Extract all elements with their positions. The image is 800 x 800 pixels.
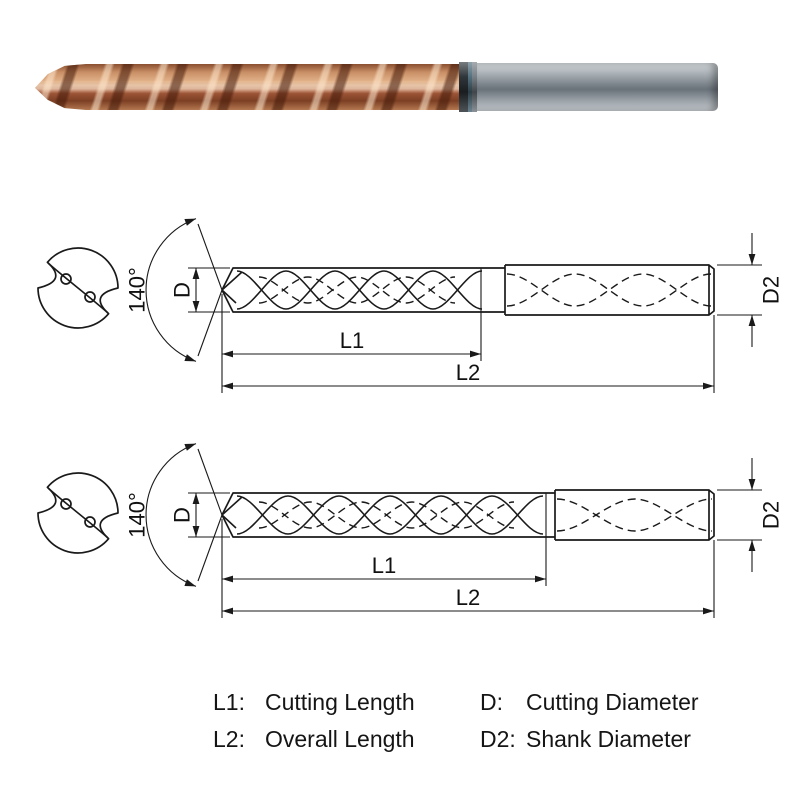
overall-length-label: L2 [456, 360, 480, 385]
dimension-cutting-diameter: D [170, 492, 230, 538]
end-view [37, 247, 119, 329]
flute-helix-solid [236, 495, 544, 535]
legend-row-1: L1: Cutting Length D: Cutting Diameter [213, 684, 699, 721]
drill-outline [221, 489, 715, 541]
coolant-hole-icon [84, 291, 96, 303]
cutting-diameter-label: D [170, 282, 195, 298]
legend-d-key: D: [480, 689, 503, 715]
chisel-edge-line [47, 487, 109, 539]
arrowhead [222, 350, 233, 358]
dimension-cutting-diameter: D [170, 267, 230, 313]
flute-helix-dashed [258, 501, 515, 529]
arrowhead [192, 268, 200, 279]
legend: L1: Cutting Length D: Cutting Diameter L… [213, 684, 699, 758]
coolant-channel-dashed [506, 273, 712, 307]
arrowhead [703, 607, 714, 615]
arrowhead [192, 526, 200, 537]
arrowhead [748, 315, 756, 326]
arrowhead [192, 493, 200, 504]
angle-arc [145, 443, 197, 587]
extension-line [221, 493, 547, 618]
arrowhead [748, 479, 756, 490]
flute-helix-solid [236, 270, 483, 310]
coolant-channel-dashed [556, 498, 713, 532]
point-angle-label: 140° [125, 492, 150, 538]
dimension-cutting-length: L1 [221, 493, 547, 618]
coolant-hole-icon [84, 516, 96, 528]
dimension-cutting-length: L1 [221, 268, 482, 393]
diagram-long-flute-drill: 140° D [37, 443, 784, 618]
shank-diameter-label: D2 [759, 276, 784, 304]
dimension-overall-length: L2 [222, 315, 715, 393]
extension-line [717, 264, 762, 316]
arrowhead [184, 354, 196, 362]
drill-outline [221, 264, 715, 316]
drill-photo-collar [459, 62, 477, 112]
end-view-outline [37, 472, 119, 554]
flute-helix-dashed [258, 276, 456, 304]
coolant-channel-dashed [556, 498, 713, 532]
coolant-hole-icon [60, 273, 72, 285]
legend-l2-key: L2: [213, 726, 245, 752]
angle-line [197, 448, 223, 582]
arrowhead [535, 575, 546, 583]
arrowhead [748, 254, 756, 265]
coolant-hole-icon [60, 498, 72, 510]
end-view [37, 472, 119, 554]
arrowhead [470, 350, 481, 358]
flute-helix-dashed [258, 276, 456, 304]
arrowhead [184, 579, 196, 587]
angle-arc [145, 218, 197, 362]
arrowhead [748, 540, 756, 551]
legend-d-value: Cutting Diameter [526, 689, 699, 715]
shank-diameter-label: D2 [759, 501, 784, 529]
end-view-outline [37, 247, 119, 329]
arrowhead [184, 443, 196, 451]
cutting-length-label: L1 [372, 553, 396, 578]
drill-photo [35, 62, 718, 112]
legend-l1-key: L1: [213, 689, 245, 715]
arrowhead [222, 607, 233, 615]
extension-line [221, 268, 482, 393]
coolant-channel-dashed [506, 273, 712, 307]
drill-photo-flutes [35, 64, 459, 110]
cutting-length-label: L1 [340, 328, 364, 353]
legend-d2-value: Shank Diameter [526, 726, 691, 752]
point-angle-label: 140° [125, 267, 150, 313]
point-angle-dimension: 140° [125, 443, 223, 587]
legend-row-2: L2: Overall Length D2: Shank Diameter [213, 721, 699, 758]
cutting-diameter-label: D [170, 507, 195, 523]
overall-length-label: L2 [456, 585, 480, 610]
arrowhead [222, 382, 233, 390]
arrowhead [192, 301, 200, 312]
extension-line [717, 489, 762, 541]
chisel-edge-line [47, 262, 109, 314]
angle-line [197, 223, 223, 357]
legend-l2-value: Overall Length [265, 726, 415, 752]
arrowhead [703, 382, 714, 390]
point-angle-dimension: 140° [125, 218, 223, 362]
arrowhead [184, 218, 196, 226]
arrowhead [222, 575, 233, 583]
drill-side-view [221, 489, 715, 541]
drill-photo-shank [477, 63, 718, 111]
extension-line [188, 492, 230, 538]
dimension-overall-length: L2 [222, 540, 715, 618]
diagram-short-flute-drill: 140° D [37, 218, 784, 393]
legend-l1-value: Cutting Length [265, 689, 415, 715]
drill-side-view [221, 264, 715, 316]
legend-d2-key: D2: [480, 726, 516, 752]
dimension-shank-diameter: D2 [717, 233, 784, 347]
dimension-shank-diameter: D2 [717, 458, 784, 572]
tip-cutting-lips [221, 271, 243, 304]
flute-helix-solid [236, 495, 544, 535]
tip-cutting-lips [221, 496, 243, 529]
extension-line [188, 267, 230, 313]
